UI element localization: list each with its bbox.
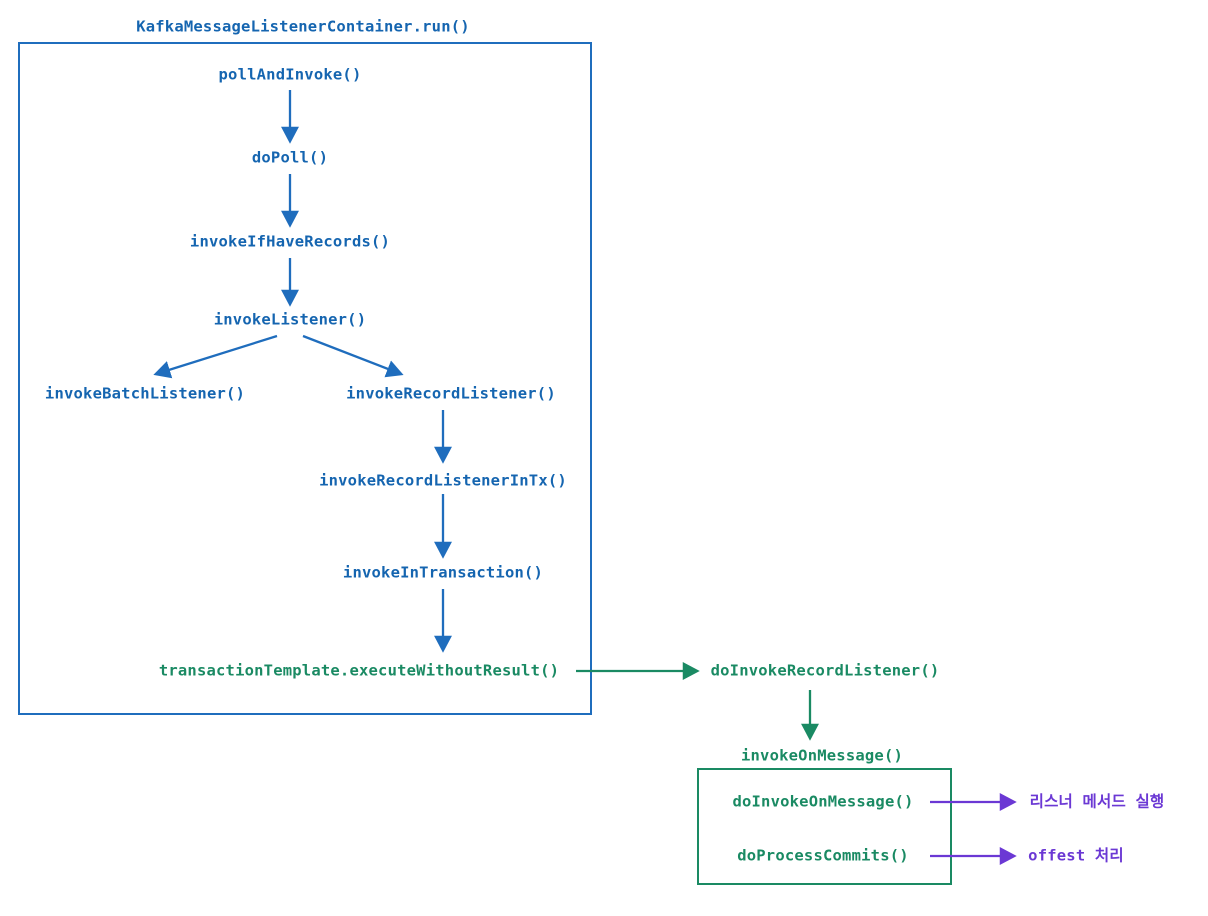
node-invoke-record-listener: invokeRecordListener() [346,384,556,403]
node-invoke-listener: invokeListener() [213,310,367,329]
node-invoke-in-transaction: invokeInTransaction() [342,563,544,582]
node-poll-and-invoke: pollAndInvoke() [218,65,362,84]
node-do-invoke-record-listener: doInvokeRecordListener() [710,661,940,680]
invoke-on-message-box [697,768,952,885]
node-invoke-on-message: invokeOnMessage() [740,746,904,765]
annotation-listener-method-execution: 리스너 메서드 실행 [1029,792,1165,811]
node-invoke-batch-listener: invokeBatchListener() [44,384,246,403]
node-do-invoke-on-message: doInvokeOnMessage() [732,792,914,811]
kafka-listener-container-box [18,42,592,715]
diagram-title: KafkaMessageListenerContainer.run() [136,17,470,36]
node-invoke-record-listener-in-tx: invokeRecordListenerInTx() [319,471,567,490]
node-invoke-if-have-records: invokeIfHaveRecords() [189,232,391,251]
node-do-process-commits: doProcessCommits() [737,846,909,865]
node-transaction-template-execute-without-result: transactionTemplate.executeWithoutResult… [158,661,560,680]
node-do-poll: doPoll() [251,148,329,167]
annotation-offset-handling: offest 처리 [1028,846,1124,865]
